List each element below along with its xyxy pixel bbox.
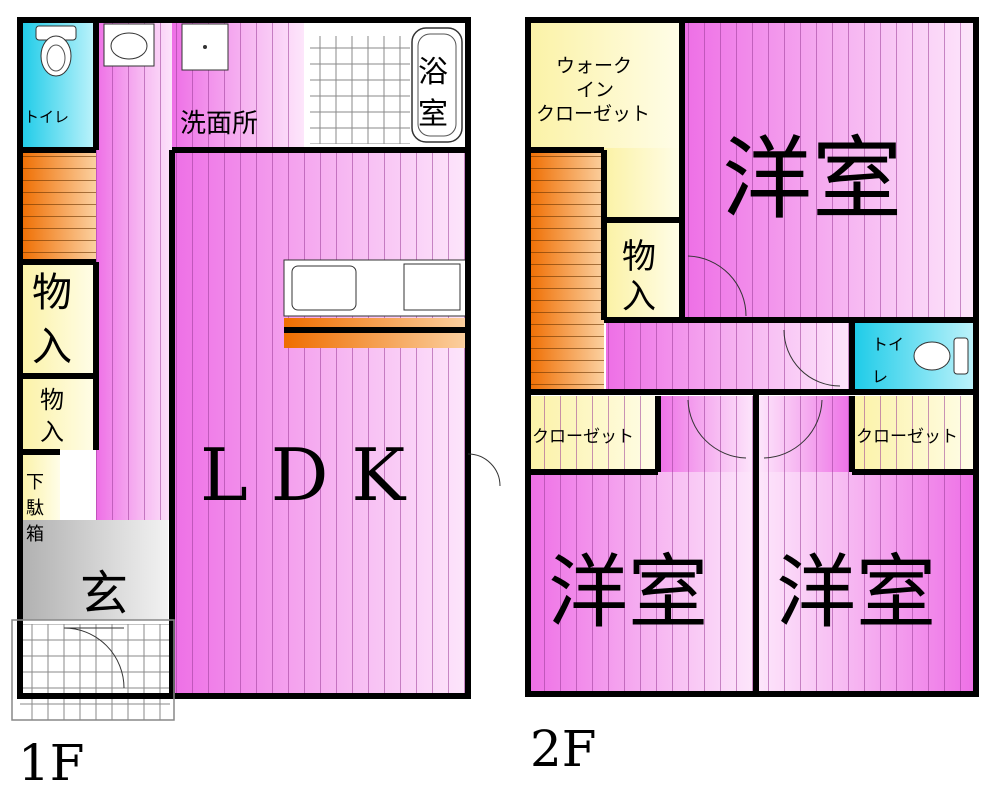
floor-1f-label: 1F xyxy=(18,734,85,791)
toilet-bowl-2f-icon xyxy=(913,337,969,375)
storage-b-label-1: 物 xyxy=(40,386,64,414)
walkin-label-1: ウォーク xyxy=(556,55,632,77)
kitchen-counter xyxy=(283,259,469,348)
porch-tiles xyxy=(20,624,170,720)
western-right-label: 洋室 xyxy=(776,546,936,639)
closet-right-label: クローゼット xyxy=(856,427,958,447)
shoe-box-label-3: 箱 xyxy=(26,524,44,545)
walls-2f xyxy=(525,17,979,697)
walkin-closet xyxy=(528,20,682,148)
toilet-2f-label-2: レ xyxy=(872,367,888,386)
floor-2f-label: 2F xyxy=(530,720,597,778)
bath-label-2: 室 xyxy=(418,97,448,132)
toilet-bowl-icon xyxy=(35,25,77,77)
washer-icon xyxy=(181,23,229,71)
entrance-label: 玄 xyxy=(80,566,128,622)
shoe-box-label-1: 下 xyxy=(26,472,44,493)
storage-b-label-2: 入 xyxy=(40,418,64,446)
western-left-label: 洋室 xyxy=(548,546,708,639)
bath-label-1: 浴 xyxy=(418,55,448,90)
sink-icon xyxy=(103,23,155,67)
doors-2f xyxy=(687,255,841,459)
storage-a-label-2: 入 xyxy=(32,324,72,370)
ldk-label: L D K xyxy=(200,433,406,517)
closet-left-label: クローゼット xyxy=(532,427,634,447)
walkin-label-2: イン xyxy=(576,79,614,101)
shoe-box-label-2: 駄 xyxy=(26,498,44,519)
floor-2f: ウォーク イン クローゼット 物 入 洋室 トイ レ クローゼット クローゼット… xyxy=(525,17,979,778)
storage-2f xyxy=(606,222,680,318)
bathtub-icon xyxy=(411,27,463,143)
entrance-1f xyxy=(20,520,168,620)
storage-2f-label-1: 物 xyxy=(622,237,656,277)
storage-a-1f xyxy=(20,264,96,374)
storage-a-label-1: 物 xyxy=(32,270,72,316)
western-top-label: 洋室 xyxy=(722,127,902,232)
doors-1f xyxy=(63,453,501,689)
toilet-1f-label: トイレ xyxy=(24,108,69,126)
floor-1f: トイレ 洗面所 浴 室 物 入 物 入 下 駄 箱 玄 L D K 1F xyxy=(11,17,501,791)
storage-2f-label-2: 入 xyxy=(622,277,656,317)
washroom-label: 洗面所 xyxy=(180,109,258,139)
walkin-label-3: クローゼット xyxy=(536,103,650,125)
storage-b-1f xyxy=(20,378,96,450)
walls-1f xyxy=(17,17,471,699)
bath-floor-tiles xyxy=(310,36,410,144)
toilet-2f-label-1: トイ xyxy=(872,335,904,354)
